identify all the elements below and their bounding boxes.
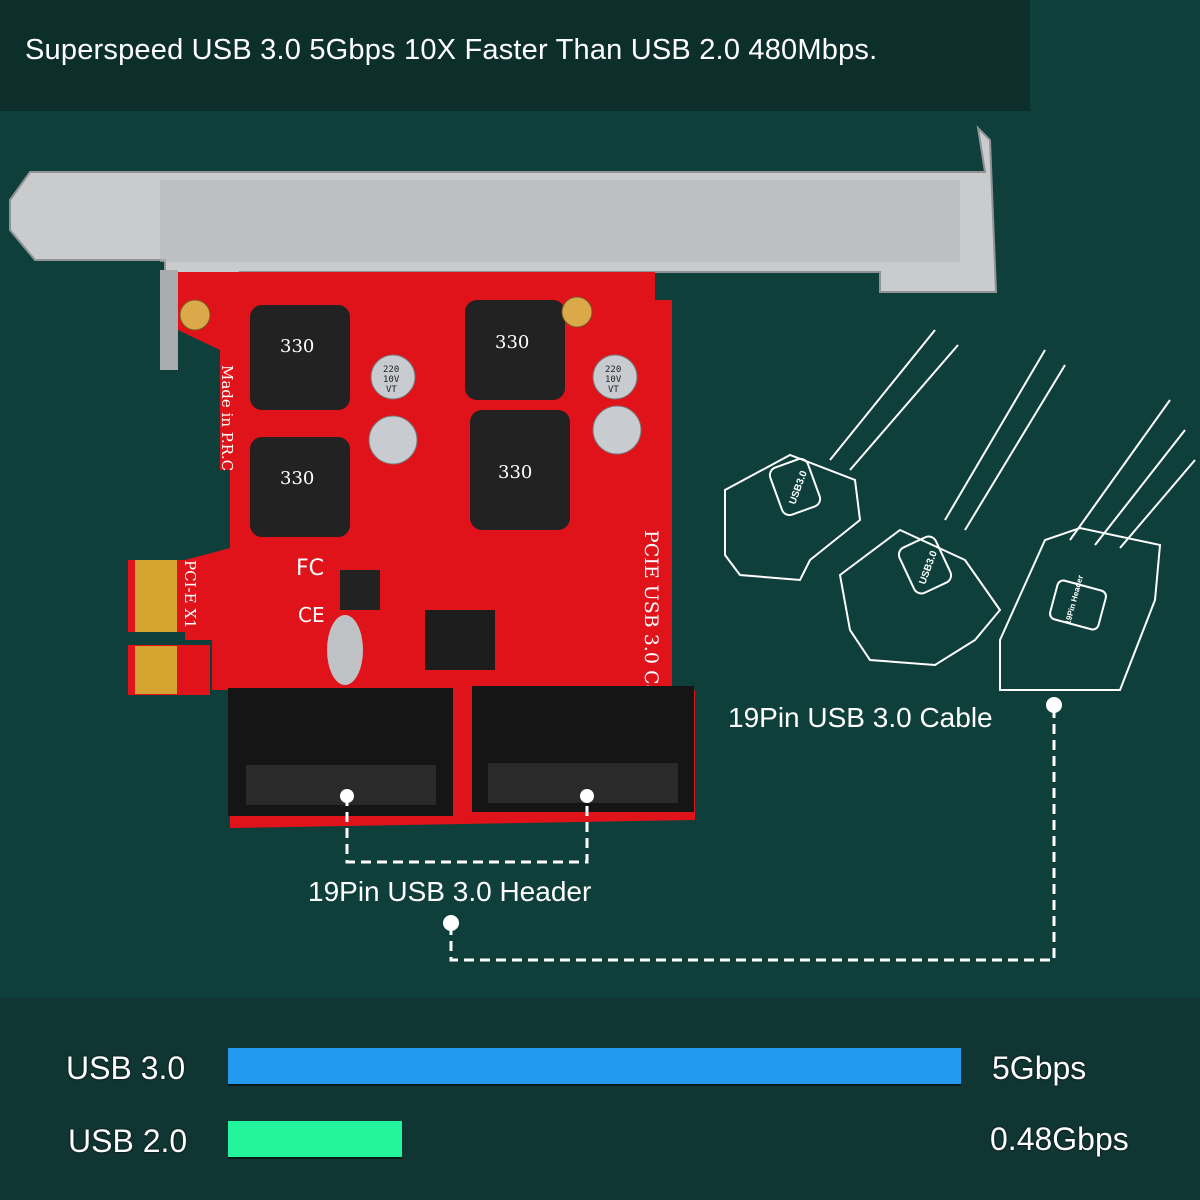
usb3-speed-bar [228,1048,961,1086]
title-banner: Superspeed USB 3.0 5Gbps 10X Faster Than… [0,0,1030,111]
port-label: USB3.0 [787,469,809,506]
port-label: USB3.0 [917,549,939,586]
usb3-label: USB 3.0 [66,1050,186,1086]
cable-line-art [724,329,1196,691]
usb2-speed-bar [228,1121,402,1159]
capacitor-label: 220 [383,365,399,375]
usb3-speed-value: 5Gbps [992,1050,1087,1086]
inductor-label: 330 [495,332,529,353]
capacitor-label: VT [608,385,619,395]
controller-chip [425,610,495,670]
capacitor-label: 10V [605,375,622,385]
banner-title: Superspeed USB 3.0 5Gbps 10X Faster Than… [25,34,878,66]
screw [561,296,593,328]
capacitors: 220 10V VT 220 10V VT [368,354,642,465]
metal-bracket [9,125,998,370]
leader-dots [340,697,1062,931]
inductor-label: 330 [498,462,532,483]
capacitor-label: 10V [383,375,400,385]
screw [179,299,211,331]
usb2-speed-value: 0.48Gbps [990,1121,1129,1157]
crystal-oscillator [327,615,363,685]
usb2-label: USB 2.0 [68,1123,188,1159]
slot-label: PCI-E X1 [181,560,199,629]
cable-callout: 19Pin USB 3.0 Cable [728,702,993,733]
gold-fingers [135,560,177,694]
inductors [250,300,570,537]
ce-mark: CE [298,603,325,627]
chip [340,570,380,610]
capacitor-label: VT [386,385,397,395]
inductor-label: 330 [280,336,314,357]
header-callout: 19Pin USB 3.0 Header [308,876,592,907]
leader-lines [345,705,1056,962]
speed-comparison-panel [0,998,1200,1200]
capacitor-label: 220 [605,365,621,375]
made-in-label: Made in P.R.C [218,365,236,471]
model-label: PCIE USB 3.0 Ca [640,530,662,696]
fc-mark: FC [296,556,324,581]
inductor-label: 330 [280,468,314,489]
